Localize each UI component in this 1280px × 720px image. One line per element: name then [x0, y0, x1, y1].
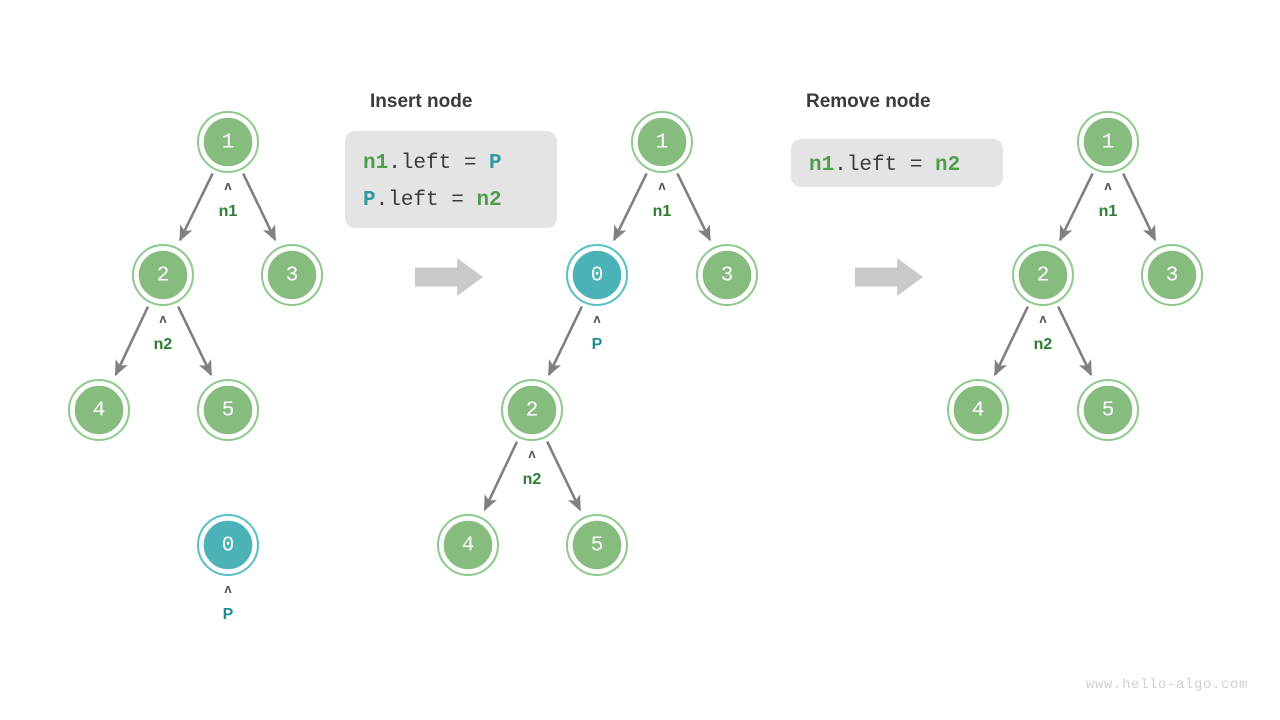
before-node-2: 2 [132, 244, 194, 306]
code-boxes-layer: Insert node n1.left = P P.left = n2 Remove … [345, 91, 1003, 228]
remove-node-2-value: 2 [1037, 265, 1050, 288]
before-pointer-p: ʌP [223, 581, 234, 623]
insert-node-3: 3 [696, 244, 758, 306]
before-node-1: 1 [197, 111, 259, 173]
edge-node-1-to-node-3 [1122, 172, 1157, 242]
pointer-n2-label: n2 [154, 336, 173, 353]
before-pointer-n2: ʌ n2 [154, 311, 173, 353]
edge-node-0-to-node-2 [547, 305, 583, 377]
edge-node-1-to-node-3 [242, 172, 277, 242]
edge-node-2-to-node-5 [1057, 305, 1093, 377]
pointer-n1-label: n1 [219, 203, 238, 220]
remove-panel-title: Remove node [806, 91, 931, 112]
remove-code-box [791, 139, 1003, 187]
caret-icon: ʌ [528, 446, 536, 461]
caret-icon: ʌ [658, 178, 666, 193]
before-node-3: 3 [261, 244, 323, 306]
remove-node-2: 2 [1012, 244, 1074, 306]
remove-node-5-value: 5 [1102, 400, 1115, 423]
insert-node-5-value: 5 [591, 535, 604, 558]
before-node-3-value: 3 [286, 265, 299, 288]
insert-pointer-p: ʌP [592, 311, 603, 353]
remove-node-5: 5 [1077, 379, 1139, 441]
remove-node-3: 3 [1141, 244, 1203, 306]
insert-node-4: 4 [437, 514, 499, 576]
remove-code-line-1: n1.left = n2 [809, 154, 960, 177]
caret-icon: ʌ [159, 311, 167, 326]
watermark: www.hello-algo.com [1086, 677, 1248, 693]
before-node-4-value: 4 [93, 400, 106, 423]
before-node-5: 5 [197, 379, 259, 441]
edge-node-2-to-node-5 [177, 305, 213, 377]
edge-node-2-to-node-4 [993, 305, 1029, 377]
step-arrow-2 [855, 258, 923, 296]
insert-node-2-value: 2 [526, 400, 539, 423]
before-node-4: 4 [68, 379, 130, 441]
insert-node-3-value: 3 [721, 265, 734, 288]
before-node-2-value: 2 [157, 265, 170, 288]
edge-node-1-to-node-2 [178, 172, 214, 242]
pointer-n1-label: n1 [653, 203, 672, 220]
remove-pointer-n2: ʌ n2 [1034, 311, 1053, 353]
pointer-n1-label: n1 [1099, 203, 1118, 220]
remove-node-1-value: 1 [1102, 132, 1115, 155]
caret-icon: ʌ [224, 581, 232, 596]
pointer-p-label: P [592, 336, 603, 353]
caret-icon: ʌ [593, 311, 601, 326]
insert-code-line-2: P.left = n2 [363, 189, 502, 212]
edge-node-2-to-node-5 [546, 440, 582, 512]
before-node-5-value: 5 [222, 400, 235, 423]
insert-code-box [345, 131, 557, 228]
before-pointer-n1: ʌ n1 [219, 178, 238, 220]
remove-node-3-value: 3 [1166, 265, 1179, 288]
insert-node-1-value: 1 [656, 132, 669, 155]
edges-layer [114, 172, 1157, 512]
pointer-n2-label: n2 [1034, 336, 1053, 353]
insert-node-1: 1 [631, 111, 693, 173]
edge-node-1-to-node-2 [1058, 172, 1094, 242]
remove-node-4-value: 4 [972, 400, 985, 423]
insert-node-4-value: 4 [462, 535, 475, 558]
remove-pointer-n1: ʌ n1 [1099, 178, 1118, 220]
insert-pointer-n2: ʌ n2 [523, 446, 542, 488]
pointer-p-label: P [223, 606, 234, 623]
remove-node-4: 4 [947, 379, 1009, 441]
caret-icon: ʌ [224, 178, 232, 193]
insert-node-2: 2 [501, 379, 563, 441]
step-arrow-1 [415, 258, 483, 296]
before-node-0-detached: 0 [197, 514, 259, 576]
caret-icon: ʌ [1039, 311, 1047, 326]
insert-node-0: 0 [566, 244, 628, 306]
edge-node-1-to-node-0 [612, 172, 648, 242]
before-node-1-value: 1 [222, 132, 235, 155]
nodes-layer: 1 2 3 4 5 0 1 0 3 2 4 5 1 2 3 4 5 [68, 111, 1203, 576]
before-node-0-detached-value: 0 [222, 535, 235, 558]
insert-node-5: 5 [566, 514, 628, 576]
edge-node-1-to-node-3 [676, 172, 712, 242]
edge-node-2-to-node-4 [114, 306, 150, 377]
insert-pointer-n1: ʌ n1 [653, 178, 672, 220]
edge-node-2-to-node-4 [483, 441, 519, 512]
step-arrows-layer [415, 258, 923, 296]
pointer-n2-label: n2 [523, 471, 542, 488]
caret-icon: ʌ [1104, 178, 1112, 193]
insert-panel-title: Insert node [370, 91, 472, 112]
insert-node-0-value: 0 [591, 265, 604, 288]
remove-node-1: 1 [1077, 111, 1139, 173]
insert-code-line-1: n1.left = P [363, 152, 502, 175]
